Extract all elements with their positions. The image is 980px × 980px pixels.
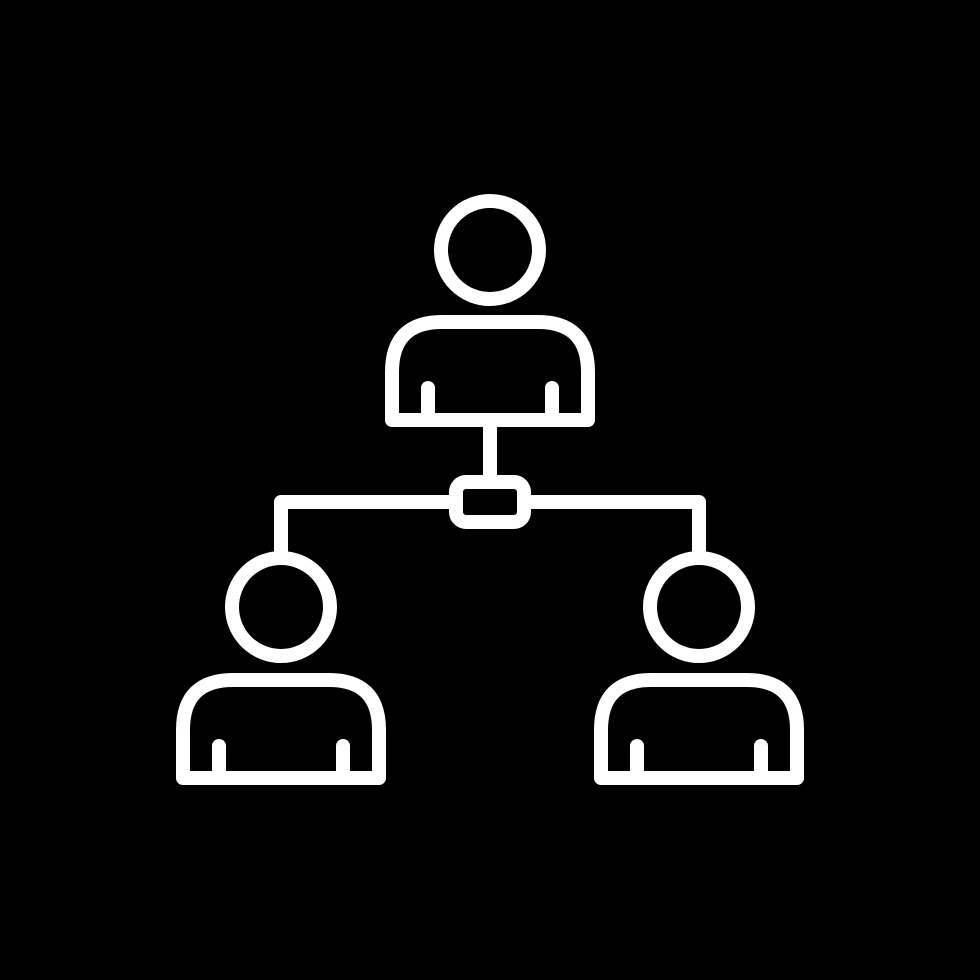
connector-left-branch <box>274 495 463 559</box>
hierarchy-connector <box>274 413 706 559</box>
top-person-body <box>385 315 595 427</box>
right-person-body <box>594 673 804 785</box>
top-person-icon <box>385 194 595 427</box>
connector-node <box>449 475 531 529</box>
right-person-icon <box>594 551 804 785</box>
left-person-icon <box>176 551 386 785</box>
right-person-head <box>643 551 755 663</box>
left-person-body <box>176 673 386 785</box>
left-person-head <box>225 551 337 663</box>
top-person-head <box>434 194 546 306</box>
connector-right-branch <box>517 495 706 559</box>
